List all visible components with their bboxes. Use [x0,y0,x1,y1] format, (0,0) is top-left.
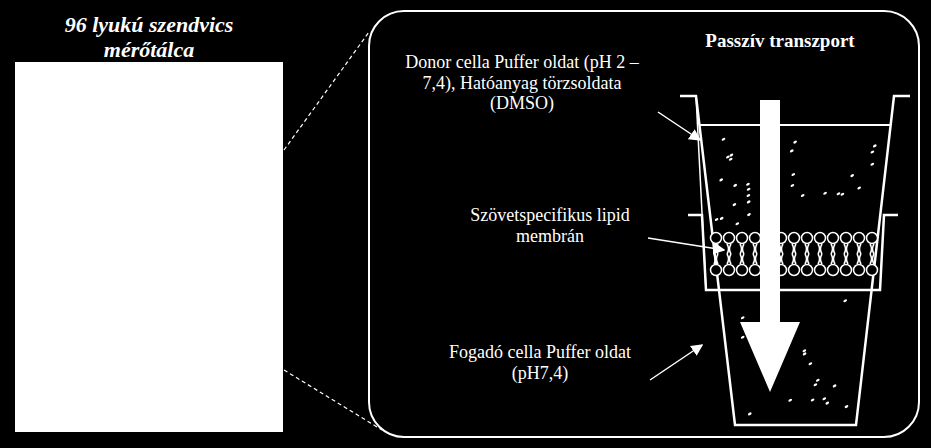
transport-label: Passzív transzport [670,30,890,52]
detail-box: Donor cella Puffer oldat (pH 2 – 7,4), H… [368,10,920,438]
microplate-panel: 96 lyukú szendvics mérőtálca [15,62,283,432]
plate-heading: 96 lyukú szendvics mérőtálca [20,12,278,63]
donor-label: Donor cella Puffer oldat (pH 2 – 7,4), H… [392,52,652,114]
membrane-label: Szövetspecifikus lipid membrán [470,205,630,246]
receiver-label: Fogadó cella Puffer oldat (pH7,4) [440,342,640,383]
